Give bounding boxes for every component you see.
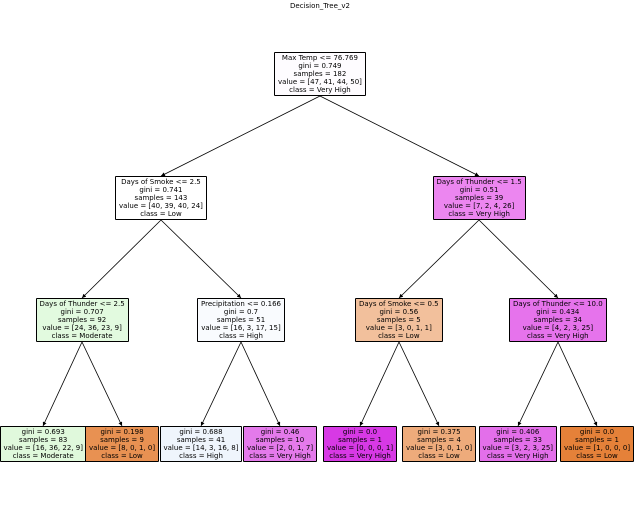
node-line: class = High [219, 332, 263, 340]
node-line: Max Temp <= 76.769 [281, 54, 358, 62]
node-line: samples = 51 [216, 316, 266, 324]
node-line: gini = 0.0 [342, 428, 378, 436]
diagram-title: Decision_Tree_v2 [290, 2, 350, 10]
node-line: samples = 5 [376, 316, 421, 324]
node-line: Days of Thunder <= 10.0 [513, 300, 603, 308]
edge-n5-n12 [398, 341, 440, 427]
node-line: class = Very High [448, 210, 510, 218]
edge-n0-n1 [160, 95, 321, 177]
node-line: samples = 41 [176, 436, 226, 444]
node-line: gini = 0.434 [536, 308, 580, 316]
node-line: value = [8, 0, 1, 0] [89, 444, 156, 452]
node-line: value = [16, 36, 22, 9] [3, 444, 83, 452]
edge-n4-n10 [240, 341, 281, 427]
node-line: samples = 33 [493, 436, 542, 444]
node-line: class = Very High [486, 452, 549, 460]
node-line: samples = 1 [575, 436, 619, 444]
node-line: value = [0, 0, 0, 1] [327, 444, 394, 452]
node-line: gini = 0.375 [417, 428, 461, 436]
node-line: value = [3, 0, 1, 0] [406, 444, 473, 452]
node-line: samples = 9 [100, 436, 144, 444]
node-line: samples = 39 [454, 194, 504, 202]
node-line: gini = 0.56 [379, 308, 419, 316]
edge-n0-n2 [319, 95, 480, 177]
edge-n3-n7 [42, 341, 83, 427]
node-line: Days of Smoke <= 2.5 [121, 178, 201, 186]
node-line: samples = 1 [338, 436, 382, 444]
node-line: class = Low [418, 452, 460, 460]
node-line: gini = 0.749 [298, 62, 342, 70]
edge-n4-n9 [200, 341, 242, 427]
node-line: value = [4, 2, 3, 25] [522, 324, 594, 332]
node-line: samples = 143 [134, 194, 188, 202]
node-line: gini = 0.406 [496, 428, 540, 436]
node-line: class = Moderate [12, 452, 74, 460]
node-line: gini = 0.198 [100, 428, 144, 436]
node-line: class = Very High [527, 332, 589, 340]
node-line: gini = 0.0 [579, 428, 615, 436]
node-line: value = [7, 2, 4, 26] [443, 202, 515, 210]
node-line: class = Low [101, 452, 143, 460]
node-line: gini = 0.46 [260, 428, 300, 436]
edge-n6-n14 [557, 341, 598, 427]
node-line: gini = 0.707 [60, 308, 104, 316]
edge-n5-n11 [359, 341, 400, 427]
edge-n2-n5 [398, 219, 480, 299]
node-line: class = Low [140, 210, 182, 218]
node-line: value = [14, 3, 16, 8] [163, 444, 239, 452]
node-line: gini = 0.693 [21, 428, 65, 436]
node-line: class = Very High [249, 452, 311, 460]
node-line: gini = 0.7 [223, 308, 259, 316]
node-line: class = Very High [329, 452, 391, 460]
node-line: class = Low [576, 452, 618, 460]
edge-n1-n3 [81, 219, 162, 299]
node-line: Days of Thunder <= 2.5 [39, 300, 125, 308]
node-line: value = [47, 41, 44, 50] [278, 78, 362, 86]
node-line: Days of Thunder <= 1.5 [436, 178, 522, 186]
node-line: samples = 10 [255, 436, 305, 444]
node-line: samples = 83 [19, 436, 68, 444]
node-line: value = [3, 0, 1, 1] [365, 324, 432, 332]
node-line: value = [1, 0, 0, 0] [564, 444, 631, 452]
edge-n1-n4 [160, 219, 242, 299]
node-line: gini = 0.688 [179, 428, 223, 436]
node-line: value = [24, 36, 23, 9] [42, 324, 122, 332]
node-line: samples = 4 [417, 436, 461, 444]
node-line: gini = 0.51 [459, 186, 499, 194]
node-line: samples = 92 [57, 316, 107, 324]
node-line: value = [3, 2, 3, 25] [482, 444, 554, 452]
node-line: Precipitation <= 0.166 [201, 300, 281, 308]
node-line: samples = 182 [293, 70, 347, 78]
node-line: value = [16, 3, 17, 15] [201, 324, 281, 332]
node-line: Days of Smoke <= 0.5 [359, 300, 439, 308]
edge-n6-n13 [517, 341, 559, 427]
edge-n2-n6 [478, 219, 559, 299]
node-line: samples = 34 [533, 316, 582, 324]
node-line: class = Moderate [51, 332, 113, 340]
node-line: class = Low [378, 332, 420, 340]
node-line: class = Very High [289, 86, 351, 94]
edge-n3-n8 [81, 341, 123, 427]
node-line: value = [40, 39, 40, 24] [119, 202, 203, 210]
node-line: value = [2, 0, 1, 7] [247, 444, 314, 452]
node-line: gini = 0.741 [139, 186, 183, 194]
node-line: class = High [179, 452, 223, 460]
